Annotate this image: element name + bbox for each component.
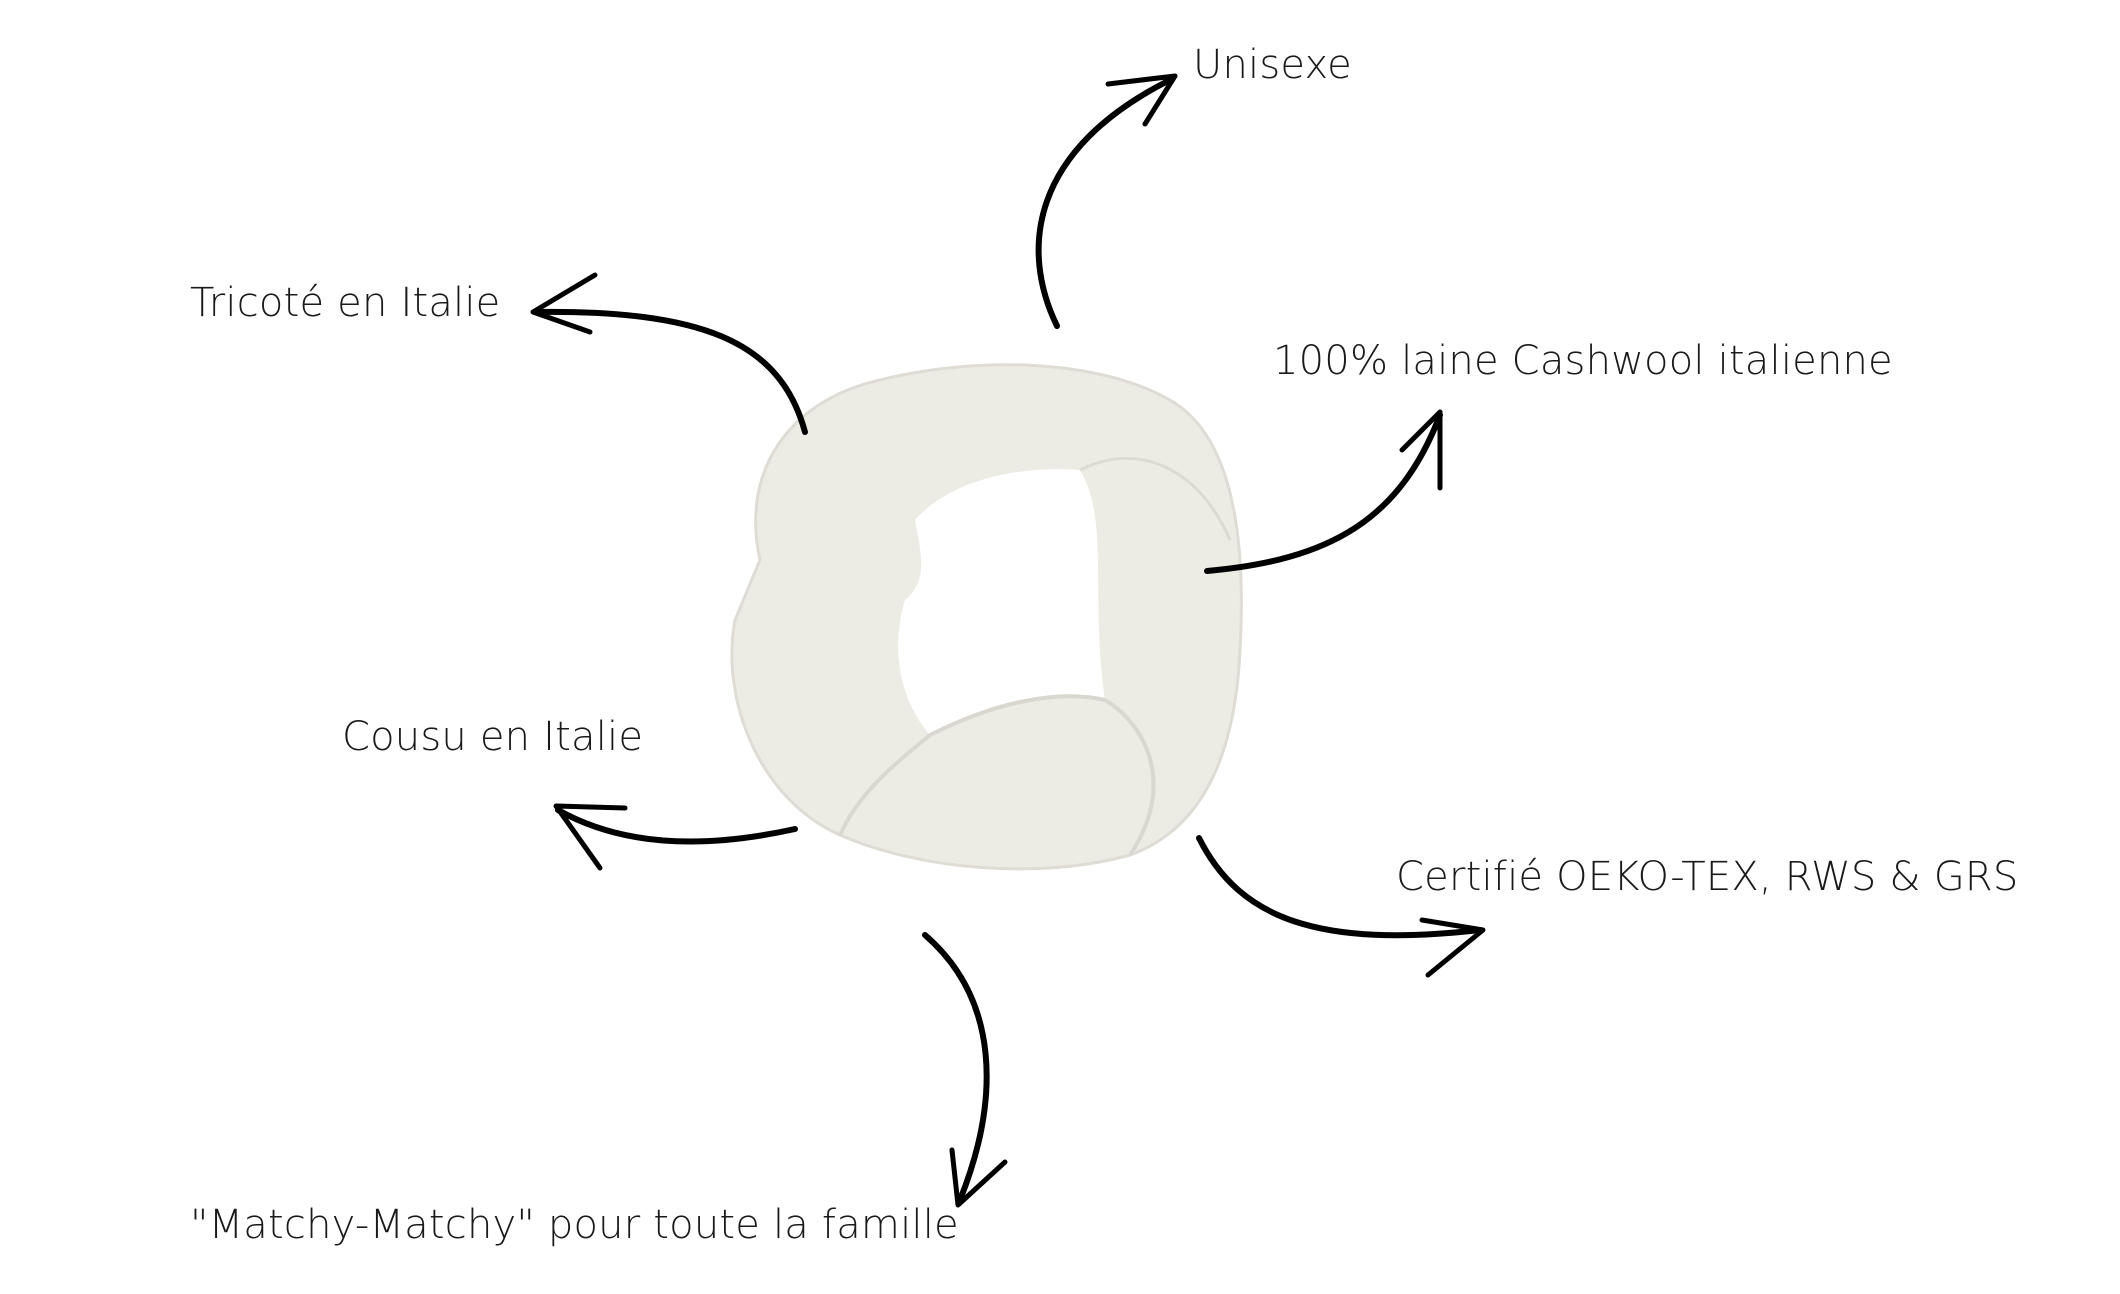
arrow-certified	[1196, 835, 1486, 978]
label-matchy: "Matchy-Matchy" pour toute la famille	[190, 1202, 959, 1248]
arrow-wool	[1204, 409, 1443, 574]
arrow-knitted	[530, 272, 808, 435]
arrow-unisex	[1035, 73, 1178, 329]
label-unisex: Unisexe	[1193, 42, 1352, 88]
label-certified: Certifié OEKO-TEX, RWS & GRS	[1396, 854, 2019, 900]
arrow-matchy	[922, 932, 1008, 1208]
label-knitted: Tricoté en Italie	[190, 280, 501, 326]
arrow-sewn	[553, 803, 798, 871]
label-sewn: Cousu en Italie	[342, 714, 644, 760]
snood-image	[730, 363, 1243, 871]
label-wool: 100% laine Cashwool italienne	[1273, 338, 1893, 384]
